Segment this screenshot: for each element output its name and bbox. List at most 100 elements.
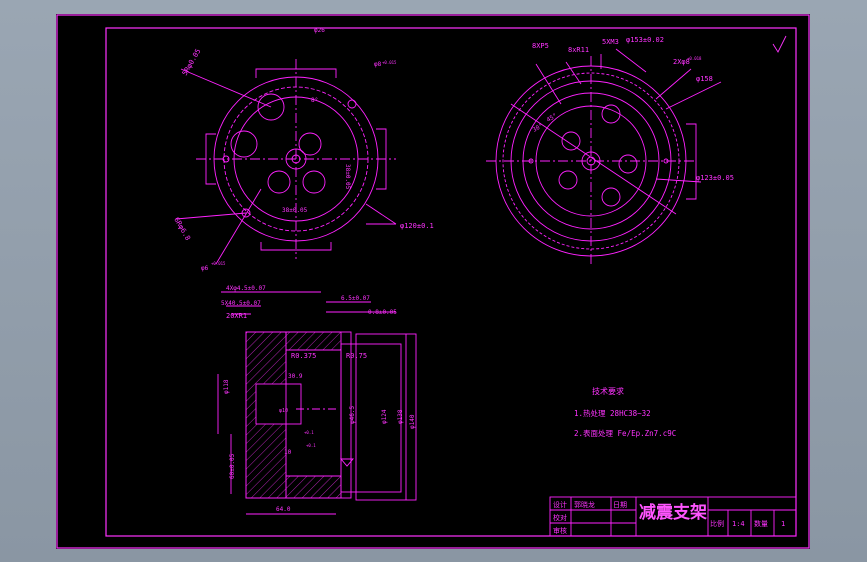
qty-value: 1 <box>781 520 785 528</box>
dim-label: 4Xφ4.5±0.07 <box>226 285 266 292</box>
dim-label: R0.375 <box>291 352 316 360</box>
leader-1 <box>535 63 562 105</box>
leader-angle <box>510 103 677 215</box>
dim-label: φ6 <box>201 265 209 272</box>
dim-label: 6Rφ6.8 <box>172 216 192 242</box>
leader-1 <box>180 68 272 108</box>
designer-name: 郭晓龙 <box>574 500 595 509</box>
dim-label: φ123±0.05 <box>696 174 734 182</box>
leader-2 <box>565 61 582 85</box>
hole-4 <box>267 170 291 194</box>
drawing-title: 减震支架 <box>639 502 707 523</box>
dim-label: 8° <box>311 97 318 104</box>
scale-label: 比例 <box>710 519 724 528</box>
hole-5 <box>601 187 621 207</box>
dim-label: 38±0.05 <box>344 164 351 190</box>
dim-label: 0.8±0.05 <box>368 309 397 316</box>
hole-1 <box>257 93 285 121</box>
designer-label: 设计 <box>553 500 567 509</box>
hole-2 <box>230 130 258 158</box>
notch-bottom <box>260 242 332 251</box>
hole-3 <box>298 132 322 156</box>
pin-1 <box>347 99 357 109</box>
dim-label: φ46.5 <box>349 406 356 424</box>
leader-5 <box>365 203 397 225</box>
dim-label: φ158 <box>696 75 713 83</box>
dim-label: φ120±0.1 <box>400 222 434 230</box>
tolerance-label: +0.1 <box>304 430 314 435</box>
tolerance-label: +0.015 <box>211 261 226 266</box>
hatched-top <box>285 331 342 351</box>
top-right-view <box>486 48 722 266</box>
hole-4 <box>558 170 578 190</box>
dim-label: 5XM3 <box>602 38 619 46</box>
checker-label: 校对 <box>553 513 567 522</box>
top-left-dims: 5Rφ0.05 φ26 φ8 +0.015 38±0.05 38±0.05 6R… <box>172 27 433 272</box>
dim-label: 30.9 <box>288 373 303 380</box>
dim-label: 8XP5 <box>532 42 549 50</box>
dim-label: φ124 <box>381 409 388 424</box>
dim-label: φ10 <box>279 408 288 414</box>
date-label: 日期 <box>613 501 627 509</box>
notes-heading: 技术要求 <box>592 386 624 396</box>
dim-label: 6.5±0.07 <box>341 295 370 302</box>
tolerance-label: +0.018 <box>687 56 702 61</box>
dim-label: φ140 <box>409 414 416 429</box>
title-block-frame <box>549 496 797 537</box>
dim-label: φ26 <box>314 27 325 34</box>
roughness-symbol <box>772 35 787 53</box>
approver-label: 审核 <box>553 526 567 535</box>
dim-label: 8xR11 <box>568 46 589 54</box>
leader-7 <box>655 178 702 183</box>
dim-label: 60±0.05 <box>229 453 236 479</box>
drawing-canvas: 5Rφ0.05 φ26 φ8 +0.015 38±0.05 38±0.05 6R… <box>56 14 810 549</box>
section-outline <box>245 331 352 499</box>
dim-label: 10 <box>284 449 292 456</box>
hatched-bottom <box>285 475 342 499</box>
dim-label: 20XR1 <box>226 312 247 320</box>
technical-notes: 技术要求 1.热处理 28HC38~32 2.表面处理 Fe/Ep.Zn7.c9… <box>574 386 676 438</box>
dim-label: φ118 <box>223 379 230 394</box>
flange-2 <box>355 333 417 501</box>
qty-label: 数量 <box>754 519 768 528</box>
bore-cavity <box>255 383 302 425</box>
dim-label: 30° <box>532 122 545 133</box>
surface-finish-mark <box>340 458 354 467</box>
tolerance-label: +0.015 <box>382 60 397 65</box>
hole-3 <box>618 154 638 174</box>
dim-label: 45° <box>546 112 559 123</box>
hole-5 <box>302 170 326 194</box>
leader-3 <box>215 188 262 265</box>
top-right-dims: 8XP5 8xR11 5XM3 φ153±0.02 2Xφ8 +0.018 φ1… <box>532 36 734 182</box>
tolerance-label: +0.1 <box>306 443 316 448</box>
outer-border <box>56 14 810 549</box>
title-block <box>549 496 797 537</box>
dim-label: R0.75 <box>346 352 367 360</box>
leader-6 <box>665 81 722 110</box>
note-item: 2.表面处理 Fe/Ep.Zn7.c9C <box>574 428 676 438</box>
scale-value: 1:4 <box>732 520 745 528</box>
dim-label: φ138 <box>397 409 404 424</box>
dim-label: 2Xφ8 <box>673 58 690 66</box>
section-view <box>217 291 417 515</box>
dim-label: 64.0 <box>276 506 291 513</box>
title-block-text: 设计 郭晓龙 日期 校对 审核 减震支架 比例 1:4 数量 1 <box>553 500 785 535</box>
dim-label: φ8 <box>374 61 382 68</box>
dim-label: 5X40.5±0.07 <box>221 300 261 307</box>
dim-label: 5Rφ0.05 <box>181 47 203 77</box>
note-item: 1.热处理 28HC38~32 <box>574 408 651 418</box>
dim-label: 38±0.05 <box>282 207 308 214</box>
leader-4 <box>615 48 647 73</box>
inner-border <box>105 27 797 537</box>
cad-drawing-viewport[interactable]: 5Rφ0.05 φ26 φ8 +0.015 38±0.05 38±0.05 6R… <box>56 14 810 549</box>
roughness-check-icon <box>772 35 787 53</box>
top-left-view <box>175 59 397 265</box>
leader-5 <box>655 68 692 100</box>
flange-1 <box>340 343 402 493</box>
leader-2 <box>175 212 247 220</box>
notch-right <box>686 123 697 200</box>
dim-label: φ153±0.02 <box>626 36 664 44</box>
section-dims: 4Xφ4.5±0.07 5X40.5±0.07 20XR1 6.5±0.07 0… <box>221 285 416 513</box>
hole-2 <box>601 104 621 124</box>
hole-1 <box>561 131 581 151</box>
